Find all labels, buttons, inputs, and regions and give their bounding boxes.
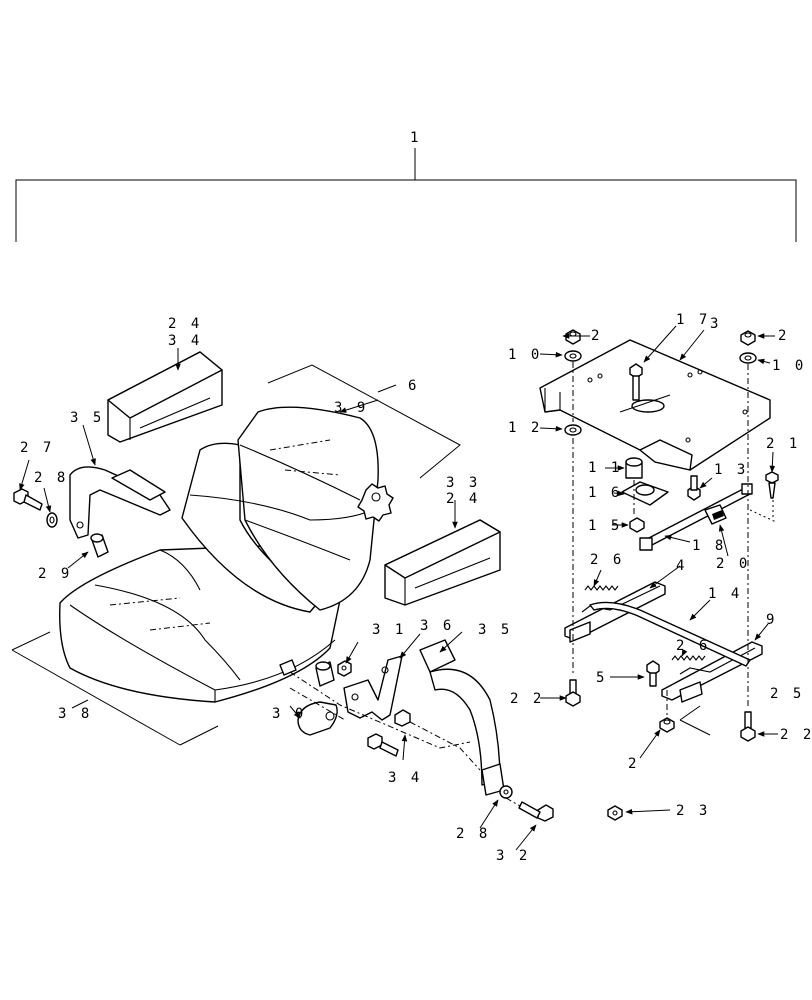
- bolt-32: [518, 801, 554, 822]
- label-30: 3 0: [272, 706, 306, 722]
- label-38: 3 8: [58, 706, 92, 722]
- armrest-strap-left: [69, 466, 171, 539]
- label-24-right: 2 4: [446, 491, 480, 507]
- assembly-bracket: [15, 148, 797, 242]
- left-assembly-centerlines: [289, 671, 521, 807]
- label-33: 3 3: [446, 475, 480, 491]
- seat-top-plate: [539, 339, 771, 471]
- bumper-11: [625, 457, 643, 479]
- label-23: 2 3: [676, 803, 710, 819]
- label-21: 2 1: [766, 436, 800, 452]
- label-35-right: 3 5: [478, 622, 512, 638]
- label-3: 3: [710, 316, 721, 332]
- screw-21: [765, 471, 779, 499]
- mount-plate-36: [343, 655, 403, 721]
- label-26-upper: 2 6: [590, 552, 624, 568]
- label-36: 3 6: [420, 618, 454, 634]
- label-22-left: 2 2: [510, 691, 544, 707]
- nut-23: [607, 805, 623, 821]
- washer-10-left: [564, 350, 582, 362]
- armrest-pad-right: [384, 519, 501, 606]
- callout-leaders: [19, 325, 778, 851]
- seat-slide-4: [564, 581, 666, 643]
- latch-20: [704, 504, 727, 525]
- slide-callout-bracket: [679, 705, 711, 736]
- label-15: 1 5: [588, 518, 622, 534]
- callout-labels: 1 2 4 3 4 6 3 9 3 5 2 7 2 8 2 9 3 3 2 4 …: [20, 130, 812, 864]
- label-18: 1 8: [692, 538, 726, 554]
- label-29: 2 9: [38, 566, 72, 582]
- label-39: 3 9: [334, 400, 368, 416]
- label-25: 2 5: [770, 686, 804, 702]
- label-6: 6: [408, 378, 419, 394]
- seat-backrest: [181, 406, 379, 613]
- bolt-22-right: [740, 711, 756, 742]
- washer-10-right: [739, 352, 757, 364]
- bolt-27: [13, 488, 43, 511]
- right-assembly-centerlines: [572, 362, 777, 716]
- washer-12: [564, 424, 582, 436]
- label-24-left: 2 4: [168, 316, 202, 332]
- bolt-5: [646, 660, 660, 687]
- washer-28-left: [46, 512, 58, 528]
- bolt-22-left: [565, 679, 581, 707]
- washer-28-right: [499, 785, 513, 799]
- label-2-top-right: 2: [778, 328, 789, 344]
- label-14: 1 4: [708, 586, 742, 602]
- armrest-pad-left: [107, 351, 223, 443]
- label-28-left: 2 8: [34, 470, 68, 486]
- backrest-callout-bracket: [267, 364, 461, 479]
- label-13: 1 3: [714, 462, 748, 478]
- label-31: 3 1: [372, 622, 406, 638]
- label-34-right: 3 4: [388, 770, 422, 786]
- label-10-left: 1 0: [508, 347, 542, 363]
- label-12: 1 2: [508, 420, 542, 436]
- nut-15: [629, 517, 645, 533]
- nut-2-lower: [659, 717, 675, 733]
- label-34-left: 3 4: [168, 333, 202, 349]
- label-16: 1 6: [588, 485, 622, 501]
- label-17: 1 7: [676, 312, 710, 328]
- mount-plate-16: [621, 481, 669, 506]
- seat-adjust-knob: [357, 483, 394, 522]
- label-27: 2 7: [20, 440, 54, 456]
- label-10-right: 1 0: [772, 358, 806, 374]
- label-9: 9: [766, 612, 777, 628]
- label-1: 1: [410, 130, 421, 146]
- nut-2-top-left: [565, 329, 581, 345]
- spacer-29: [90, 533, 109, 558]
- nut-2-top-right: [740, 330, 756, 346]
- bolt-34: [367, 709, 411, 757]
- label-26-lower: 2 6: [676, 638, 710, 654]
- label-11: 1 1: [588, 460, 622, 476]
- armrest-strap-right: [419, 639, 505, 796]
- label-5: 5: [596, 670, 607, 686]
- rod-18: [639, 483, 753, 551]
- spring-26-lower: [671, 655, 706, 661]
- bolt-13: [687, 475, 701, 501]
- nut-31: [337, 660, 352, 677]
- label-2-top-left: 2: [591, 328, 602, 344]
- label-20: 2 0: [716, 556, 750, 572]
- cross-bar-14: [589, 601, 751, 667]
- label-4: 4: [676, 558, 687, 574]
- label-2-lower: 2: [628, 756, 639, 772]
- label-28-right: 2 8: [456, 826, 490, 842]
- cushion-callout-bracket: [11, 631, 219, 746]
- label-22-right: 2 2: [780, 727, 812, 743]
- bolt-17: [629, 363, 643, 401]
- spring-26-upper: [584, 585, 619, 591]
- label-32: 3 2: [496, 848, 530, 864]
- label-35-left: 3 5: [70, 410, 104, 426]
